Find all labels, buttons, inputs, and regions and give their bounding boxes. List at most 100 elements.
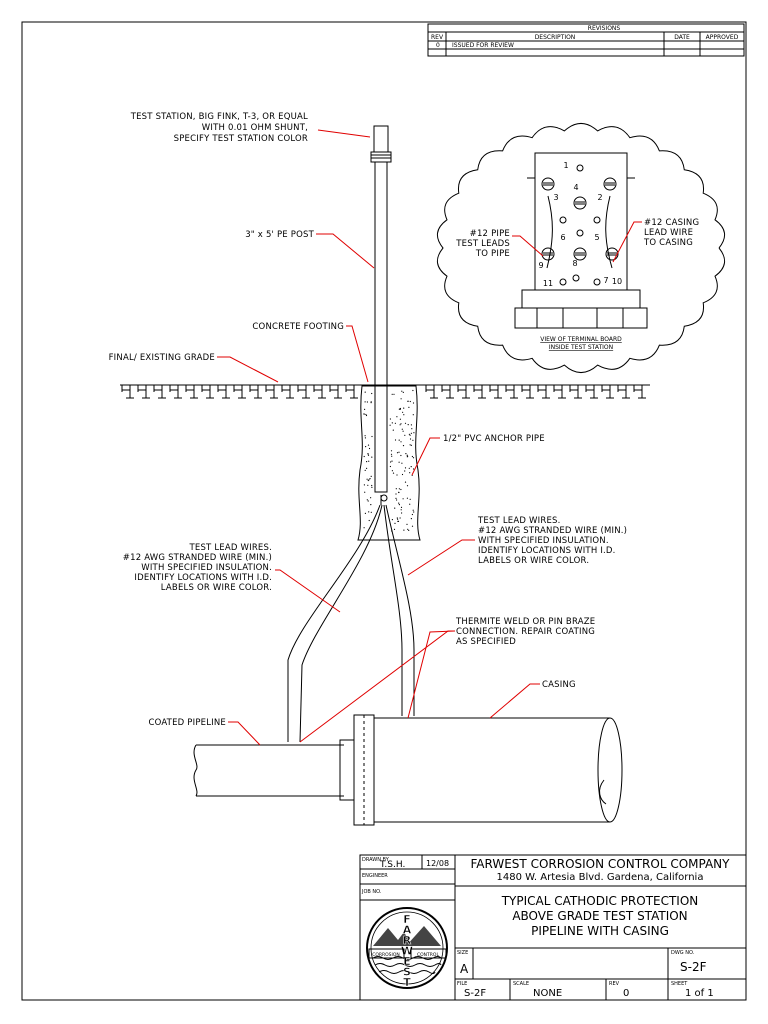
casing-lead-label-1: #12 CASING	[644, 218, 699, 228]
logo-control: CONTROL	[417, 952, 439, 958]
description-header: DESCRIPTION	[535, 34, 576, 41]
thermite-label-3: AS SPECIFIED	[456, 637, 516, 647]
concrete-footing	[357, 385, 421, 541]
terminal-screw-icon	[541, 177, 555, 191]
test-leads-left-2: #12 AWG STRANDED WIRE (MIN.)	[123, 553, 272, 563]
dwg-no-label: DWG NO.	[671, 950, 695, 956]
casing-label: CASING	[542, 680, 576, 690]
terminal-number: 11	[543, 279, 553, 288]
callout-labels: TEST STATION, BIG FINK, T-3, OR EQUAL WI…	[109, 112, 699, 728]
mountain-right-icon	[406, 926, 441, 946]
company-address: 1480 W. Artesia Blvd. Gardena, Californi…	[497, 872, 704, 883]
company-name: FARWEST CORROSION CONTROL COMPANY	[471, 857, 731, 871]
test-leads-right-5: LABELS OR WIRE COLOR.	[478, 556, 589, 566]
terminal-screw-icon	[573, 196, 587, 210]
file-value: S-2F	[464, 988, 486, 999]
approved-header: APPROVED	[706, 34, 739, 41]
terminal-hole-icon	[559, 216, 567, 224]
thermite-label-2: CONNECTION. REPAIR COATING	[456, 627, 595, 637]
logo-word: FARWEST	[401, 913, 414, 990]
pe-post	[370, 125, 392, 505]
scale-value: NONE	[533, 988, 562, 999]
test-leads-left-3: WITH SPECIFIED INSULATION.	[141, 563, 272, 573]
test-station-label-2: WITH 0.01 OHM SHUNT,	[202, 123, 308, 133]
logo-letter: A	[403, 924, 412, 937]
drawing-title-1: TYPICAL CATHODIC PROTECTION	[501, 894, 699, 908]
casing-lead-label-2: LEAD WIRE	[644, 228, 693, 238]
pipe-leads-label-3: TO PIPE	[475, 249, 510, 259]
terminal-board-callout: 1 2 3 4 5 6 7 8 9 10 11	[437, 122, 725, 374]
test-leads-right-3: WITH SPECIFIED INSULATION.	[478, 536, 609, 546]
terminal-number: 6	[560, 233, 565, 242]
thermite-label-1: THERMITE WELD OR PIN BRAZE	[455, 617, 595, 627]
test-station-label-3: SPECIFY TEST STATION COLOR	[174, 134, 308, 144]
logo-letter: R	[403, 934, 412, 947]
terminal-hole-icon	[593, 278, 601, 286]
terminal-hole-icon	[576, 164, 584, 172]
test-leads-left-5: LABELS OR WIRE COLOR.	[161, 583, 272, 593]
test-leads-right-1: TEST LEAD WIRES.	[477, 516, 561, 526]
test-station-label-1: TEST STATION, BIG FINK, T-3, OR EQUAL	[130, 112, 308, 122]
logo-letter: E	[403, 955, 411, 968]
date-header: DATE	[674, 34, 690, 41]
revision-row-description: ISSUED FOR REVIEW	[452, 42, 514, 49]
revisions-table: REVISIONS REV DESCRIPTION DATE APPROVED …	[427, 23, 745, 57]
final-grade-label: FINAL/ EXISTING GRADE	[109, 353, 215, 363]
terminal-number: 4	[573, 183, 578, 192]
test-leads-left-1: TEST LEAD WIRES.	[188, 543, 272, 553]
pipe-leads-label-2: TEST LEADS	[455, 239, 510, 249]
terminal-number: 9	[538, 261, 543, 270]
sheet-label: SHEET	[671, 981, 688, 987]
coated-pipeline-label: COATED PIPELINE	[148, 718, 226, 728]
logo-corrosion: CORROSION	[372, 952, 400, 958]
file-label: FILE	[457, 981, 467, 987]
job-no-label: JOB NO.	[361, 889, 382, 895]
farwest-logo: FARWEST CORROSION CONTROL	[366, 907, 448, 990]
terminal-number: 5	[594, 233, 599, 242]
terminal-number: 7	[603, 276, 608, 285]
coated-pipeline	[193, 714, 375, 826]
terminal-hole-icon	[572, 274, 580, 282]
logo-letter: S	[403, 966, 411, 979]
rev-header: REV	[431, 34, 444, 41]
test-leads-right-2: #12 AWG STRANDED WIRE (MIN.)	[478, 526, 627, 536]
test-leads-right-4: IDENTIFY LOCATIONS WITH I.D.	[478, 546, 616, 556]
drawn-by-value: T.S.H.	[379, 860, 405, 870]
ground-grade	[120, 384, 650, 399]
terminal-number: 8	[572, 259, 577, 268]
drawing-title-3: PIPELINE WITH CASING	[531, 924, 669, 938]
size-value: A	[460, 962, 469, 976]
leader-lines	[217, 129, 642, 746]
test-leads-left-4: IDENTIFY LOCATIONS WITH I.D.	[134, 573, 272, 583]
logo-letter: F	[403, 913, 411, 926]
rev-label: REV	[609, 981, 620, 987]
terminal-hole-icon	[576, 229, 584, 237]
engineer-label: ENGINEER	[362, 873, 388, 879]
logo-letter: T	[403, 976, 411, 989]
pe-post-label: 3" x 5' PE POST	[245, 230, 314, 240]
terminal-number: 1	[563, 161, 568, 170]
dwg-no-value: S-2F	[680, 960, 707, 974]
drawn-by-label: DRAWN BY	[362, 857, 390, 863]
terminal-number: 2	[597, 193, 602, 202]
terminal-hole-icon	[559, 278, 567, 286]
pipe-leads-label-1: #12 PIPE	[470, 229, 510, 239]
terminal-number: 10	[612, 277, 622, 286]
concrete-footing-label: CONCRETE FOOTING	[252, 322, 344, 332]
test-lead-wires	[287, 504, 415, 743]
scale-label: SCALE	[513, 981, 529, 987]
terminal-hole-icon	[593, 216, 601, 224]
terminal-screw-icon	[573, 247, 587, 261]
terminal-board-caption-1: VIEW OF TERMINAL BOARD	[540, 336, 622, 343]
revision-row-rev: 0	[436, 42, 440, 49]
drawing-title-2: ABOVE GRADE TEST STATION	[512, 909, 687, 923]
drawn-date: 12/08	[426, 859, 449, 868]
terminal-number: 3	[553, 193, 558, 202]
title-block: DRAWN BY T.S.H. 12/08 ENGINEER JOB NO. F…	[359, 854, 747, 1001]
terminal-screw-icon	[603, 177, 617, 191]
casing-lead-label-3: TO CASING	[643, 238, 693, 248]
casing-pipe	[374, 717, 623, 823]
terminal-screw-icon	[541, 247, 555, 261]
revisions-title: REVISIONS	[588, 25, 621, 32]
